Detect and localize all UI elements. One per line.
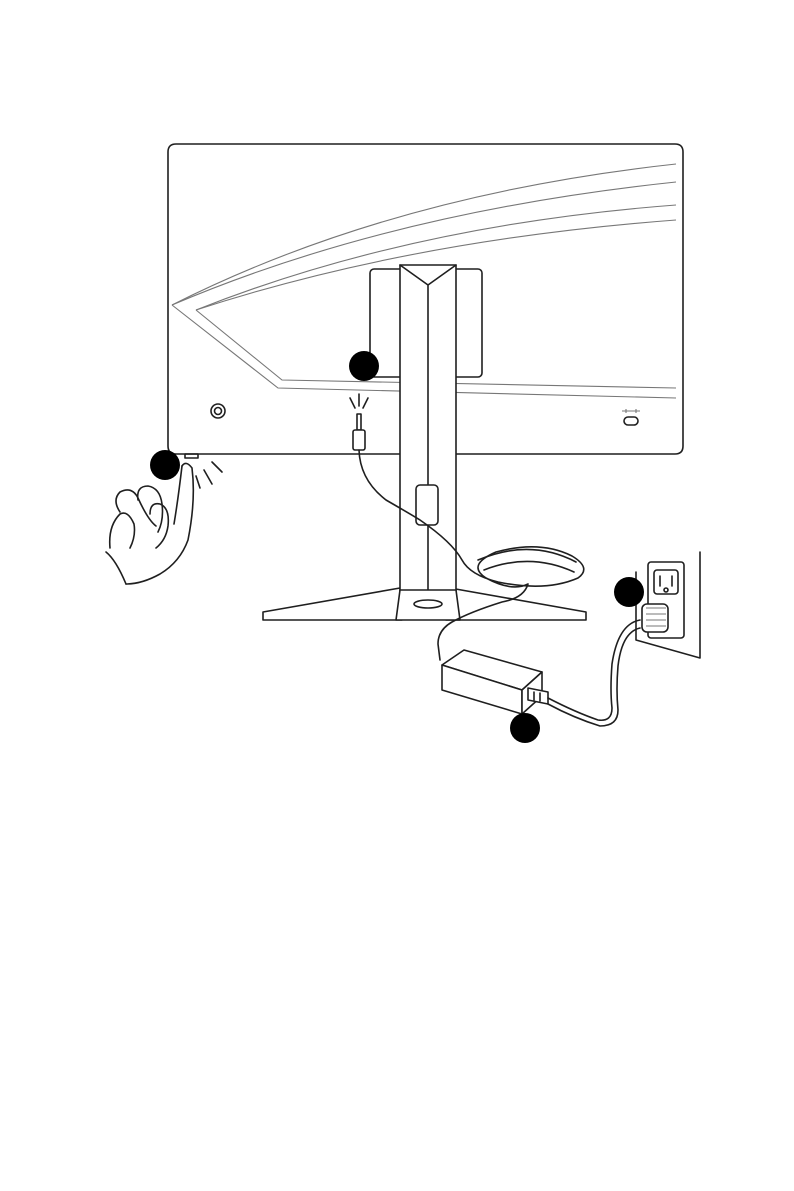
hand-illustration (106, 462, 222, 584)
step-marker-wall-outlet (614, 577, 644, 607)
ac-cord (548, 620, 640, 726)
step-marker-power-button (150, 450, 180, 480)
step-marker-dc-connector (349, 351, 379, 381)
wall-outlet (636, 552, 700, 658)
power-adapter (442, 650, 548, 714)
step-marker-adapter (510, 713, 540, 743)
